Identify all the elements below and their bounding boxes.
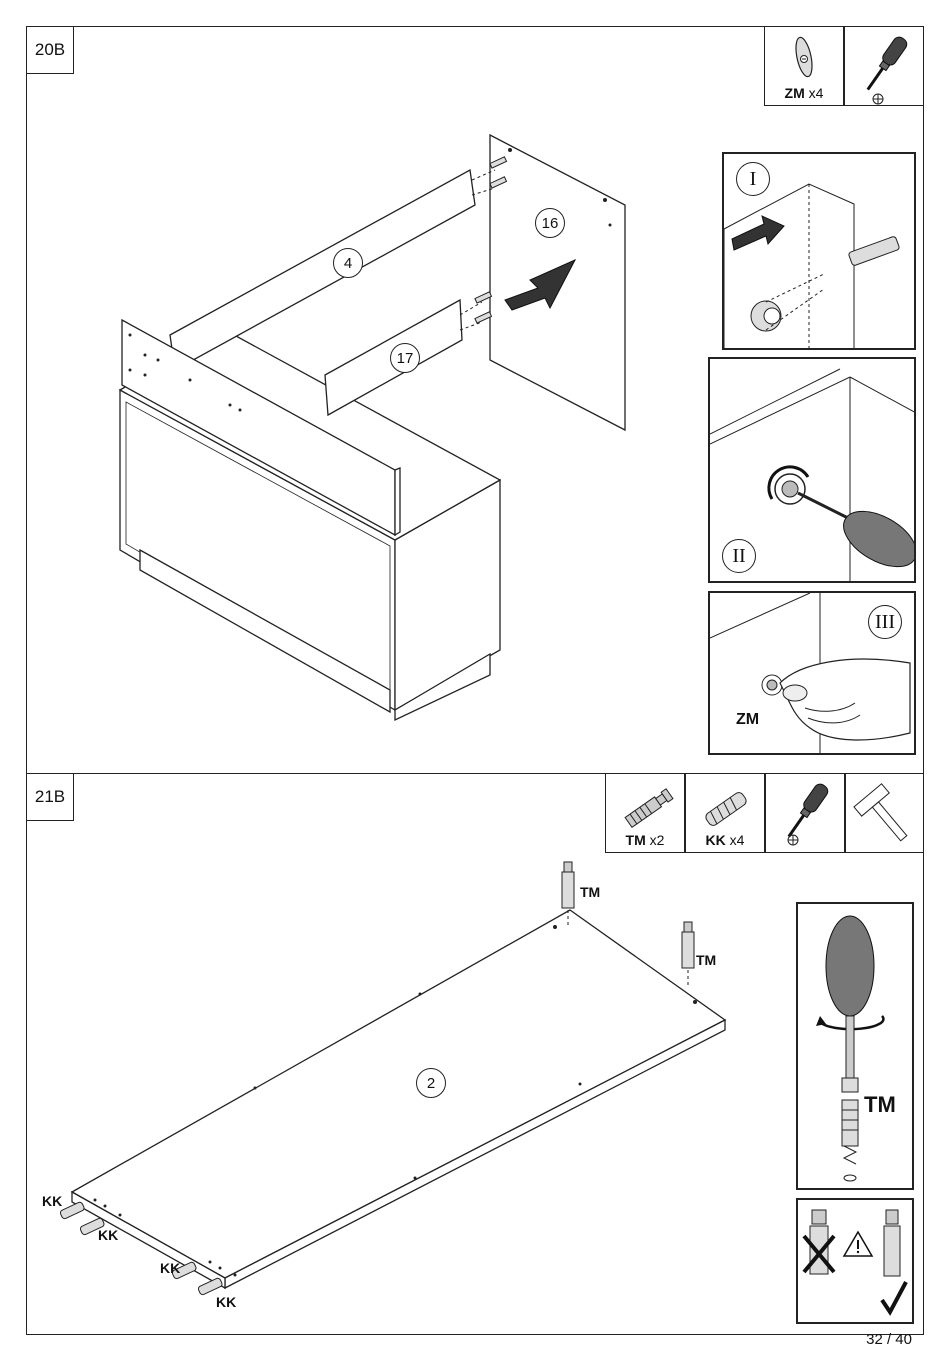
callout-zm: ZM <box>736 711 759 729</box>
part-number-16: 16 <box>535 208 565 238</box>
detail-ii-panel: II <box>708 357 916 583</box>
detail-warning-panel <box>796 1198 914 1324</box>
tool-qty: x2 <box>650 832 665 848</box>
part-number-2: 2 <box>416 1068 446 1098</box>
tool-code: KK <box>706 832 726 848</box>
tool-box-cam-bolt: TM x2 <box>605 773 685 853</box>
hammer-icon <box>846 774 925 854</box>
tool-qty: x4 <box>730 832 745 848</box>
tool-box-screwdriver <box>844 26 924 106</box>
correct-bolt-orientation-drawing <box>798 1200 914 1324</box>
callout-tm: TM <box>696 952 716 968</box>
callout-tm: TM <box>864 1092 896 1118</box>
callout-kk: KK <box>216 1294 236 1310</box>
tool-qty: x4 <box>809 85 824 101</box>
step-label: 21B <box>26 773 74 821</box>
detail-roman-ii: II <box>722 539 756 573</box>
callout-tm: TM <box>580 884 600 900</box>
phillips-screwdriver-icon <box>845 27 925 107</box>
detail-roman-i: I <box>736 162 770 196</box>
callout-kk: KK <box>160 1260 180 1276</box>
detail-screw-tm-panel: TM <box>796 902 914 1190</box>
cabinet-assembly-drawing <box>110 130 750 690</box>
page-number: 32 / 40 <box>866 1331 912 1348</box>
tool-box-cam-lock: ZM x4 <box>764 26 844 106</box>
tool-code: TM <box>626 832 646 848</box>
callout-kk: KK <box>42 1193 62 1209</box>
detail-iii-panel: III ZM <box>708 591 916 755</box>
screw-in-cam-bolt-drawing <box>798 904 914 1190</box>
part-number-4: 4 <box>333 248 363 278</box>
tool-box-dowel: KK x4 <box>685 773 765 853</box>
board-2-drawing <box>40 870 760 1290</box>
part-number-17: 17 <box>390 343 420 373</box>
step-label: 20B <box>26 26 74 74</box>
detail-roman-iii: III <box>868 605 902 639</box>
tool-code: ZM <box>785 85 805 101</box>
detail-i-panel: I <box>722 152 916 350</box>
phillips-screwdriver-icon <box>766 774 846 854</box>
tool-box-screwdriver <box>765 773 845 853</box>
tool-box-hammer <box>845 773 924 853</box>
callout-kk: KK <box>98 1227 118 1243</box>
